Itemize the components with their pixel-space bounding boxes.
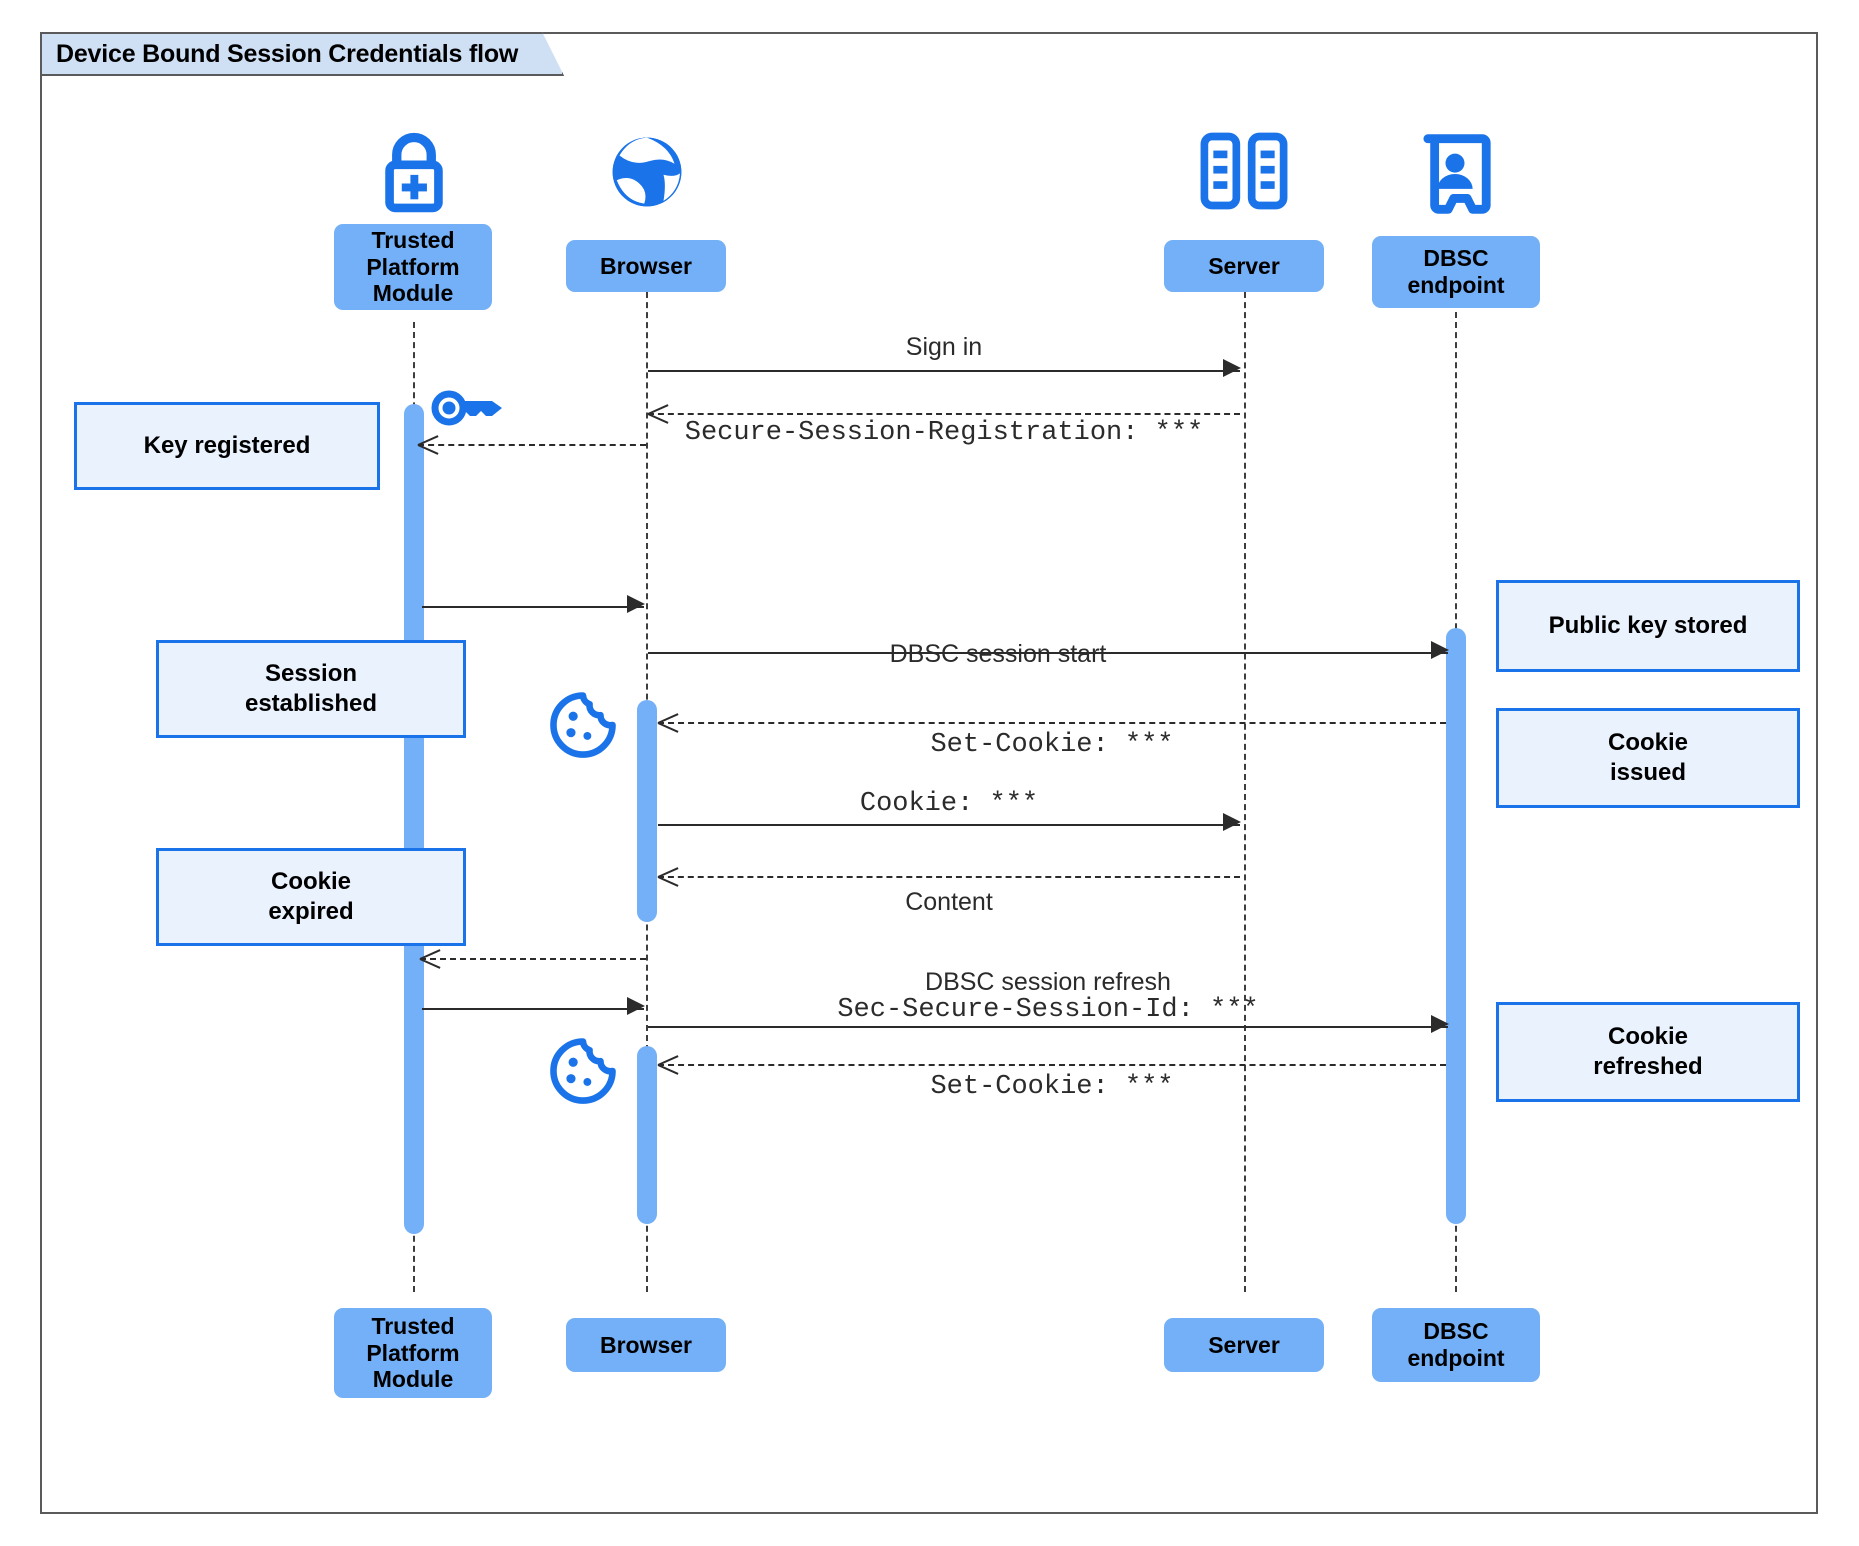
activation-bar-browser-1 xyxy=(637,700,657,922)
padlock-plus-icon xyxy=(368,126,460,223)
participant-label: Server xyxy=(1208,1331,1280,1358)
activation-bar-dbsc xyxy=(1446,628,1466,1224)
arrowhead-right-icon xyxy=(627,595,645,613)
arrowhead-right-icon xyxy=(1431,1015,1449,1033)
message-line xyxy=(658,1064,1446,1066)
message-label: Sign in xyxy=(905,333,983,361)
id-badge-icon xyxy=(1417,130,1493,223)
note-cookie-expired: Cookie expired xyxy=(156,848,466,946)
participant-server-bottom[interactable]: Server xyxy=(1164,1318,1324,1372)
arrowhead-left-icon xyxy=(658,865,678,887)
participant-dbsc-bottom[interactable]: DBSC endpoint xyxy=(1372,1308,1540,1382)
note-text: Cookie xyxy=(270,868,351,895)
message-label: Set-Cookie: *** xyxy=(930,1072,1174,1102)
note-cookie-refreshed: Cookie refreshed xyxy=(1496,1002,1800,1102)
note-text: issued xyxy=(1609,759,1687,786)
note-text: Cookie xyxy=(1607,729,1688,756)
arrowhead-right-icon xyxy=(1223,359,1241,377)
participant-tpm-bottom[interactable]: Trusted Platform Module xyxy=(334,1308,492,1398)
message-line xyxy=(658,722,1446,724)
participant-label: Platform xyxy=(366,253,460,280)
participant-label: DBSC xyxy=(1423,1318,1489,1345)
message-label: Cookie: *** xyxy=(859,789,1039,819)
participant-dbsc-top[interactable]: DBSC endpoint xyxy=(1372,236,1540,308)
participant-label: endpoint xyxy=(1407,272,1505,298)
participant-label: Platform xyxy=(366,1339,460,1366)
cookie-icon xyxy=(548,1036,618,1111)
message-line xyxy=(648,370,1240,372)
message-line xyxy=(648,652,1448,654)
participant-server-top[interactable]: Server xyxy=(1164,240,1324,292)
note-text: expired xyxy=(268,898,354,925)
note-text: Key registered xyxy=(143,432,311,459)
note-session-established: Session established xyxy=(156,640,466,738)
message-line xyxy=(658,876,1240,878)
diagram-title: Device Bound Session Credentials flow xyxy=(40,32,564,76)
participant-label: Server xyxy=(1208,252,1280,279)
lifeline-server xyxy=(1244,282,1246,1292)
message-label: Content xyxy=(905,888,993,916)
message-line xyxy=(422,1008,644,1010)
message-line xyxy=(648,1026,1448,1028)
note-text: Session xyxy=(264,660,358,687)
arrowhead-right-icon xyxy=(1431,641,1449,659)
arrowhead-right-icon xyxy=(1223,813,1241,831)
key-icon xyxy=(428,382,506,439)
server-rack-icon xyxy=(1198,130,1290,217)
participant-label: DBSC xyxy=(1423,245,1489,272)
participant-label: Trusted xyxy=(371,227,455,253)
message-line xyxy=(648,413,1240,415)
arrowhead-right-icon xyxy=(627,997,645,1015)
participant-label: Trusted xyxy=(371,1313,455,1339)
note-text: Cookie xyxy=(1607,1023,1688,1050)
note-text: established xyxy=(244,690,378,717)
participant-label: Module xyxy=(372,280,454,307)
message-line xyxy=(658,824,1240,826)
activation-bar-tpm xyxy=(404,404,424,1234)
message-label: DBSC session start xyxy=(889,640,1107,668)
note-key-registered: Key registered xyxy=(74,402,380,490)
participant-browser-bottom[interactable]: Browser xyxy=(566,1318,726,1372)
cookie-icon xyxy=(548,690,618,765)
message-label: Sec-Secure-Session-Id: *** xyxy=(837,995,1259,1025)
participant-browser-top[interactable]: Browser xyxy=(566,240,726,292)
arrowhead-left-icon xyxy=(420,947,440,969)
message-label: DBSC session refresh xyxy=(925,968,1171,996)
participant-label: endpoint xyxy=(1407,1345,1505,1371)
message-line xyxy=(418,444,646,446)
message-line xyxy=(422,606,644,608)
participant-label: Browser xyxy=(599,252,693,279)
message-label: Set-Cookie: *** xyxy=(930,730,1174,760)
note-public-key-stored: Public key stored xyxy=(1496,580,1800,672)
globe-icon xyxy=(603,128,691,221)
participant-tpm-top[interactable]: Trusted Platform Module xyxy=(334,224,492,310)
participant-label: Module xyxy=(372,1366,454,1393)
participant-label: Browser xyxy=(599,1331,693,1358)
note-text: Public key stored xyxy=(1548,612,1748,639)
message-line xyxy=(420,958,646,960)
activation-bar-browser-2 xyxy=(637,1046,657,1224)
note-text: refreshed xyxy=(1593,1053,1703,1080)
note-cookie-issued: Cookie issued xyxy=(1496,708,1800,808)
message-label: Secure-Session-Registration: *** xyxy=(684,418,1204,448)
